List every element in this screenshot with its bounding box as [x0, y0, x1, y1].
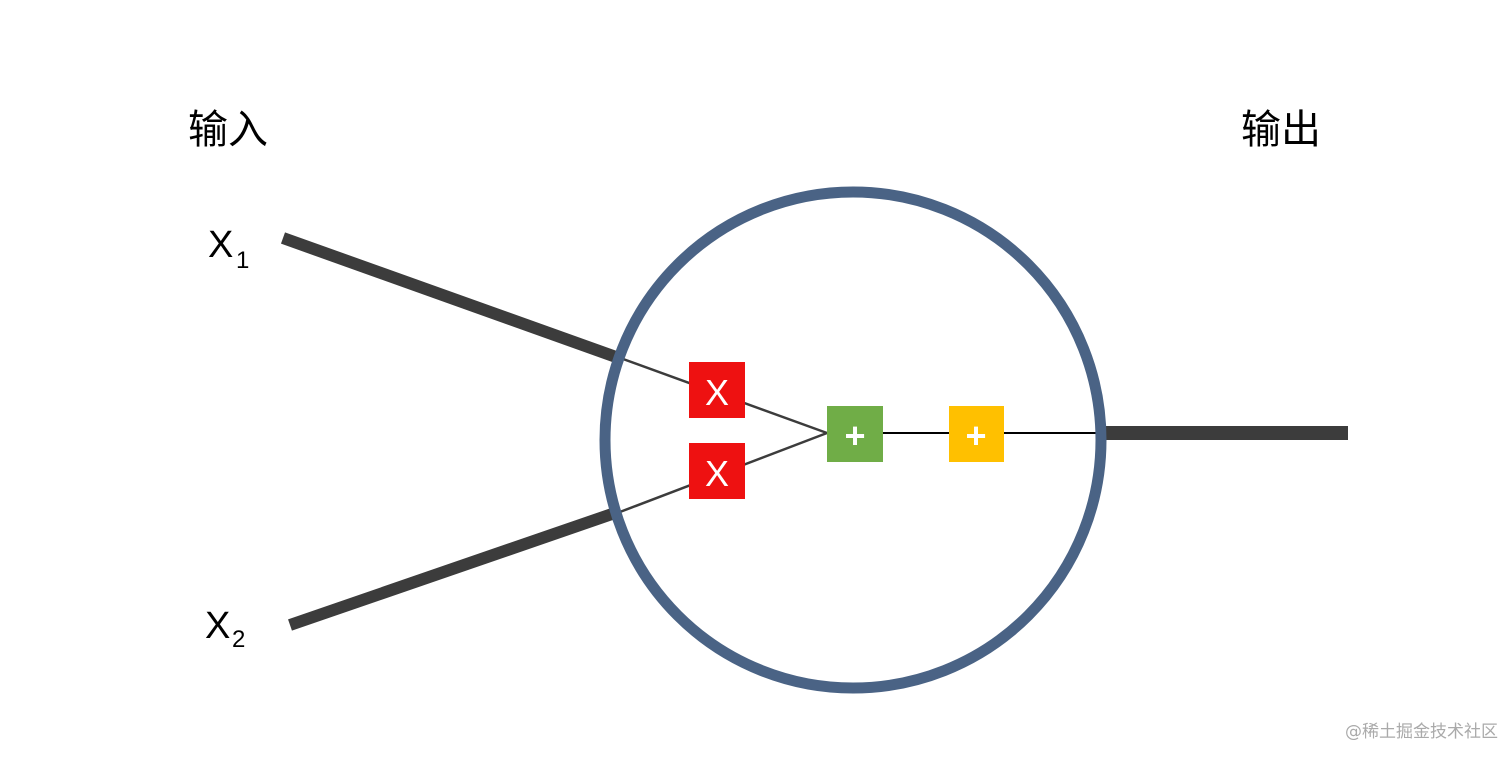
sum-box — [827, 406, 883, 462]
x1-label: X — [208, 224, 233, 266]
x1-input-connection — [280, 232, 619, 363]
neuron-circle — [599, 186, 1107, 694]
x1-subscript: 1 — [236, 247, 249, 274]
multiply-symbol-1: X — [705, 372, 729, 413]
multiply-box-1 — [689, 362, 745, 418]
x2-subscript: 2 — [232, 626, 245, 653]
multiply-symbol-2: X — [705, 453, 729, 494]
bias-symbol: + — [965, 415, 986, 456]
sum-symbol: + — [844, 415, 865, 456]
x2-label: X — [205, 605, 230, 647]
x2-input-connection — [288, 508, 614, 631]
output-heading: 输出 — [1241, 107, 1321, 153]
watermark: @稀土掘金技术社区 — [1345, 722, 1498, 742]
input-heading: 输入 — [188, 107, 268, 153]
bias-box — [949, 406, 1004, 462]
multiply-box-2 — [689, 443, 745, 499]
